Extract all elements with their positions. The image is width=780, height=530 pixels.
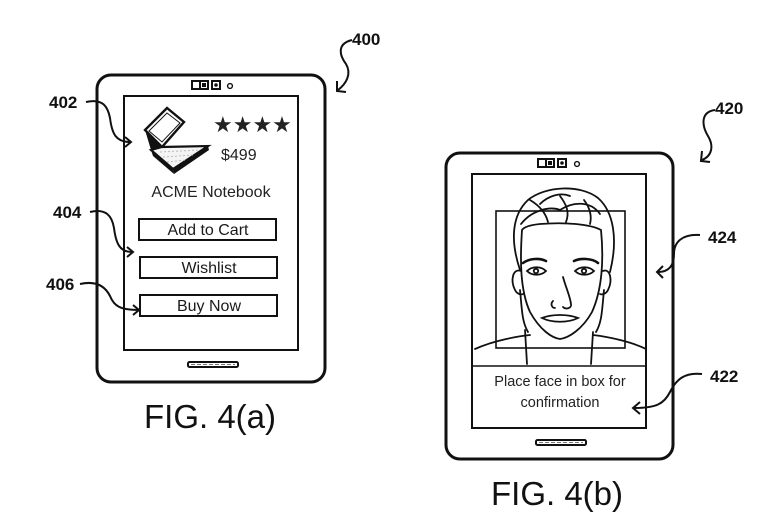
buy-now-label: Buy Now [177, 298, 241, 315]
leader-arrow-406 [79, 282, 140, 311]
figure-4b: Place face in box for confirmation 420 4… [444, 99, 743, 512]
device-screen [123, 95, 299, 351]
ref-label-402: 402 [49, 93, 77, 112]
leader-arrow-404 [89, 210, 133, 253]
rating-stars: ★★★★ [213, 112, 292, 137]
arrowhead-424 [655, 265, 664, 279]
ref-label-424: 424 [708, 228, 737, 247]
ref-label-420: 420 [715, 99, 743, 118]
figure-caption-4b: FIG. 4(b) [491, 475, 623, 512]
arrowhead-404 [126, 246, 135, 258]
arrowhead-422 [631, 401, 641, 415]
leader-arrow-424 [657, 233, 701, 273]
ref-label-406: 406 [46, 275, 74, 294]
instruction-line-1: Place face in box for [494, 374, 626, 390]
arrowhead-420 [699, 150, 711, 163]
ref-label-422: 422 [710, 367, 738, 386]
leader-arrow-400 [337, 39, 353, 91]
leader-arrow-402 [85, 100, 131, 143]
ref-label-404: 404 [53, 203, 82, 222]
figure-4a: ★★★★ $499 ACME Notebook Add to Cart Wish… [46, 30, 380, 435]
add-to-cart-button[interactable]: Add to Cart [138, 218, 277, 241]
device-frame [444, 151, 675, 461]
instruction-panel: Place face in box for confirmation [494, 374, 626, 411]
home-button[interactable] [535, 439, 587, 446]
face-icon [474, 187, 647, 365]
wishlist-label: Wishlist [181, 260, 237, 277]
laptop-icon[interactable] [143, 106, 212, 174]
camera-sensor-icon [191, 80, 234, 90]
home-button[interactable] [187, 361, 239, 368]
figure-caption-4a: FIG. 4(a) [144, 398, 276, 435]
wishlist-button[interactable]: Wishlist [139, 256, 278, 279]
product-name: ACME Notebook [151, 184, 271, 201]
leader-arrow-420 [701, 109, 716, 161]
camera-sensor-icon [537, 158, 581, 168]
device-frame [95, 73, 327, 384]
product-price: $499 [221, 147, 257, 164]
instruction-line-2: confirmation [521, 395, 600, 411]
face-alignment-box [495, 210, 626, 349]
arrowhead-406 [132, 304, 141, 316]
arrowhead-402 [124, 136, 133, 148]
buy-now-button[interactable]: Buy Now [139, 294, 278, 317]
add-to-cart-label: Add to Cart [168, 222, 249, 239]
leader-arrow-422 [633, 372, 703, 409]
device-screen [471, 173, 647, 429]
arrowhead-400 [336, 81, 347, 93]
ref-label-400: 400 [352, 30, 380, 49]
